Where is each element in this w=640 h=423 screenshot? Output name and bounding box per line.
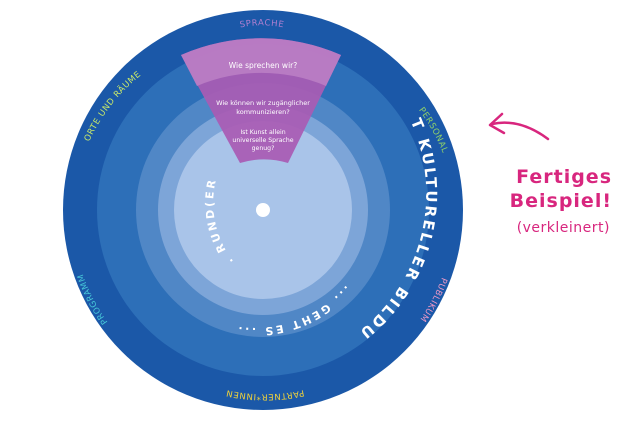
window-question-2b: kommunizieren? [236, 108, 290, 116]
center-hole [256, 203, 270, 217]
curved-arrow-left-icon [488, 112, 550, 141]
sector-label-sprache: SPRACHE [239, 18, 285, 30]
window-question-2a: Wie können wir zugänglicher [216, 99, 310, 107]
window-sector-top [181, 38, 341, 86]
window-question-3a: Ist Kunst allein [240, 129, 285, 136]
window-question-3b: universelle Sprache [232, 137, 293, 144]
note-line-2: Beispiel! [509, 190, 612, 212]
note-line-1: Fertiges [516, 166, 612, 188]
sector-label-partner: PARTNER*INNEN [225, 387, 305, 401]
note-line-3: (verkleinert) [516, 220, 610, 236]
window-question-3c: genug? [252, 145, 275, 152]
window-question-1: Wie sprechen wir? [229, 61, 297, 70]
